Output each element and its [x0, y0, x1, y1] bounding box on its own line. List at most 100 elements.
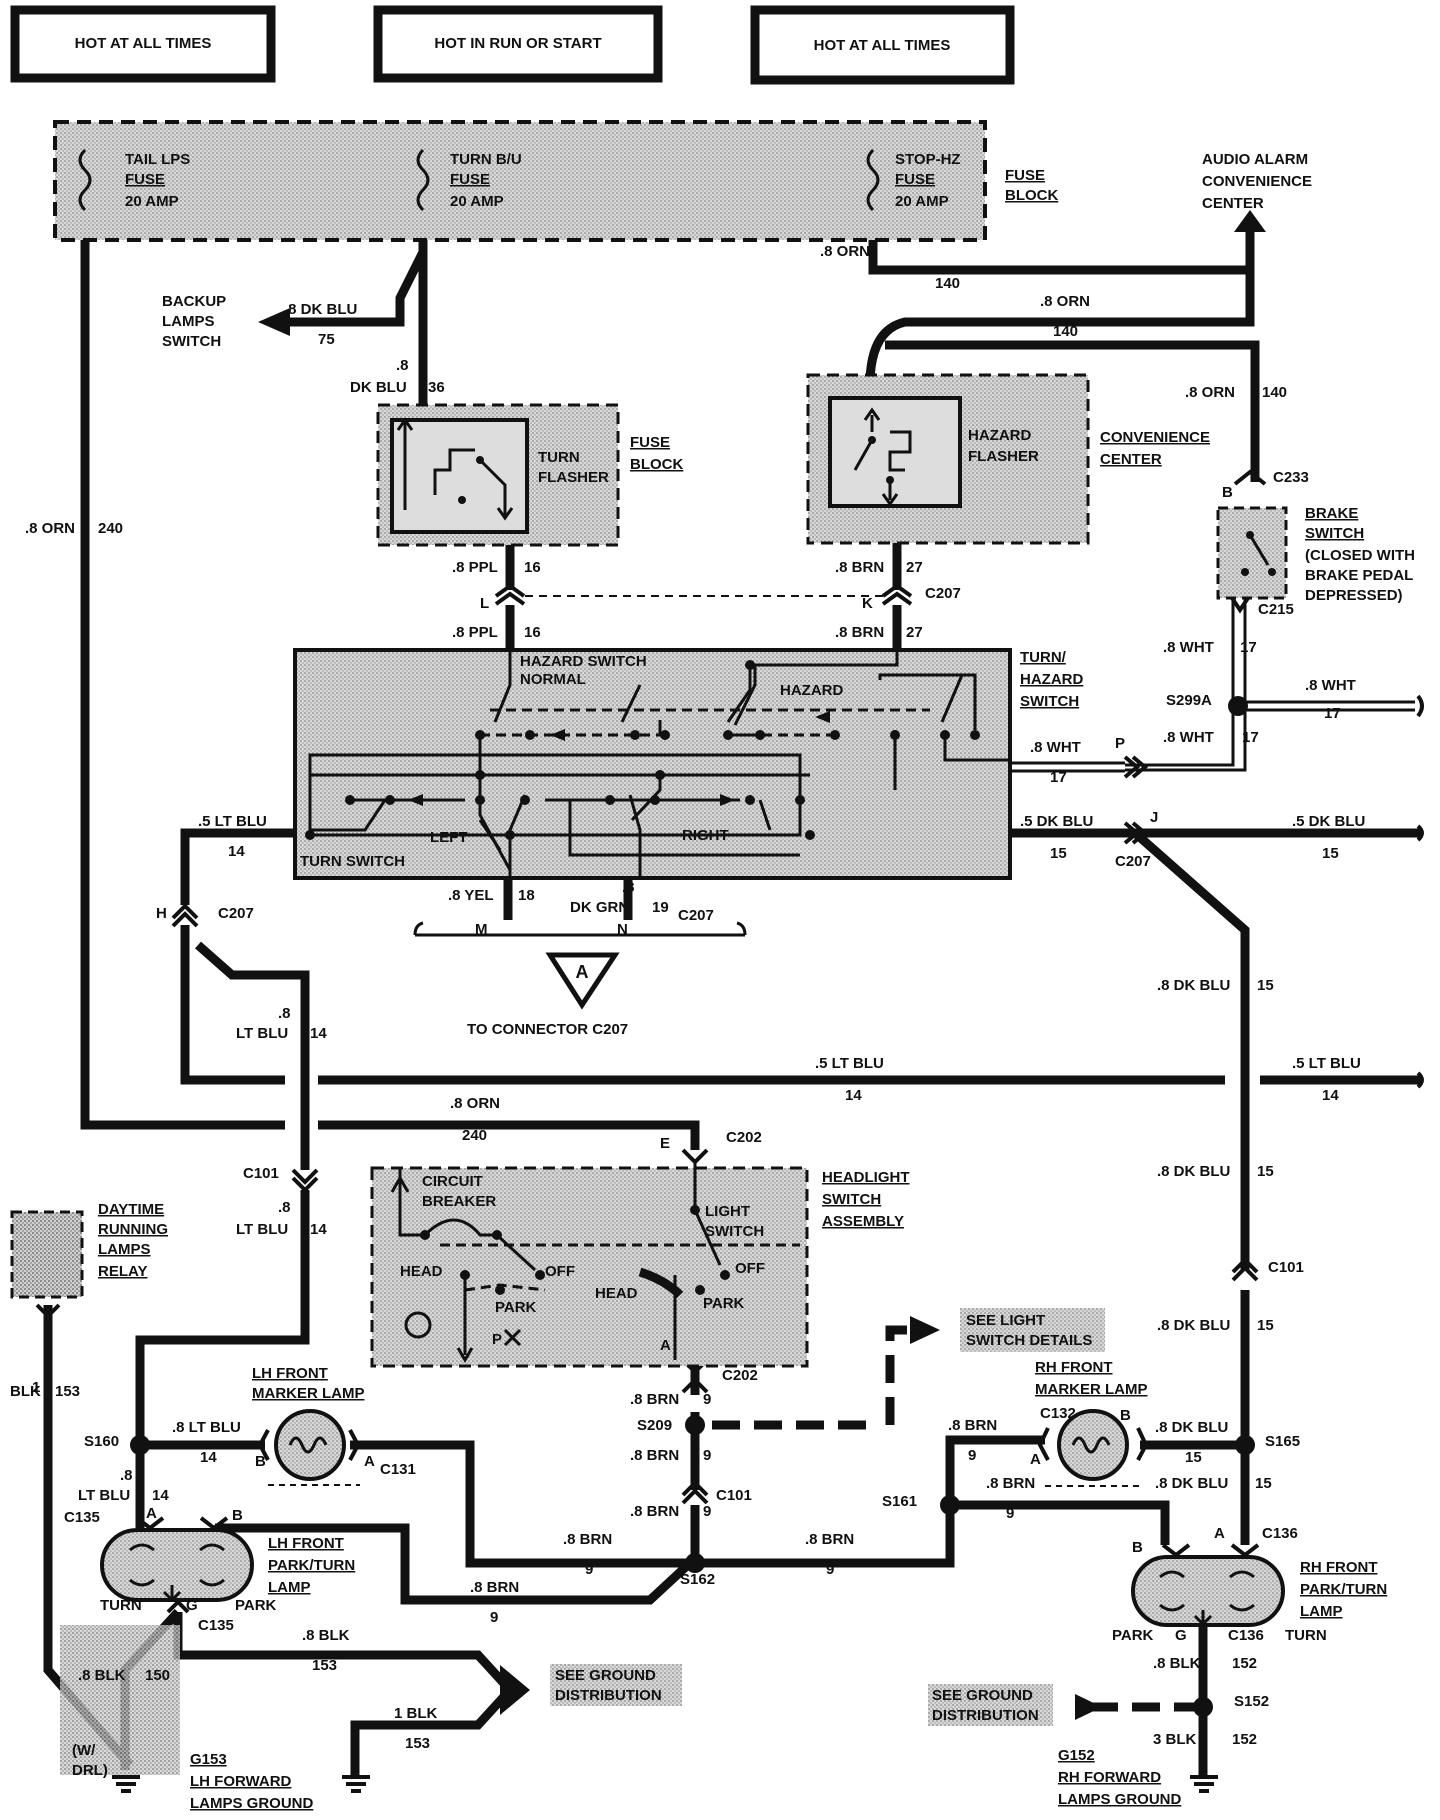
- g152-label: LAMPS GROUND: [1058, 1791, 1182, 1808]
- backup-lamps-label: BACKUP: [162, 293, 226, 310]
- wire-label: LT BLU: [236, 1221, 288, 1238]
- fuse-name: STOP-HZ: [895, 151, 961, 168]
- see-light-label[interactable]: SWITCH DETAILS: [966, 1332, 1092, 1349]
- wire-label: .8 DK BLU: [284, 301, 357, 318]
- turn-flasher: TURN FLASHER: [376, 403, 620, 547]
- fuse-block-label: FUSE: [1005, 167, 1045, 184]
- wire-label: 15: [1255, 1475, 1272, 1492]
- wire-label: C136: [1228, 1627, 1264, 1644]
- wire-label: .8: [278, 1005, 291, 1022]
- wire-label: S162: [680, 1571, 715, 1588]
- wire-label: 75: [318, 331, 335, 348]
- headlight-label: ASSEMBLY: [822, 1213, 904, 1230]
- wire-label: S161: [882, 1493, 917, 1510]
- wire-label: S299A: [1166, 692, 1212, 709]
- g153-label: LAMPS GROUND: [190, 1795, 314, 1812]
- see-ground-label[interactable]: DISTRIBUTION: [555, 1687, 662, 1704]
- wire-label: 14: [1322, 1087, 1339, 1104]
- wire-label: .5 DK BLU: [1292, 813, 1365, 830]
- wire-label: .8 PPL: [452, 624, 498, 641]
- turn-switch-label: TURN SWITCH: [300, 853, 405, 870]
- wire-label: C101: [1268, 1259, 1304, 1276]
- lh-park-label: LAMP: [268, 1579, 311, 1596]
- wire-label: .8 ORN: [820, 243, 870, 260]
- wire-label: C207: [678, 907, 714, 924]
- circuit-breaker-label: BREAKER: [422, 1193, 496, 1210]
- see-ground-label[interactable]: SEE GROUND: [555, 1667, 656, 1684]
- wire-label: C207: [925, 585, 961, 602]
- audio-alarm-label: CONVENIENCE: [1202, 173, 1312, 190]
- wire-label: .8 BLK: [1153, 1655, 1201, 1672]
- wire-label: 1: [32, 1379, 40, 1396]
- wire-label: 17: [1240, 639, 1257, 656]
- see-ground-bg: [550, 1664, 682, 1706]
- backup-lamps-label: LAMPS: [162, 313, 215, 330]
- wire-label: .8 DK BLU: [1157, 977, 1230, 994]
- wire-label: .8 ORN: [25, 520, 75, 537]
- hazard-switch-normal-label: HAZARD SWITCH: [520, 653, 647, 670]
- wire-label: 240: [462, 1127, 487, 1144]
- wire-label: 15: [1257, 977, 1274, 994]
- wire-label: B: [1222, 484, 1233, 501]
- hazard-flasher-label: FLASHER: [968, 448, 1039, 465]
- headlight-label: SWITCH: [822, 1191, 881, 1208]
- wire-label: L: [480, 595, 489, 612]
- wire-label: 14: [152, 1487, 169, 1504]
- see-ground-label[interactable]: SEE GROUND: [932, 1687, 1033, 1704]
- fuse-type: FUSE: [450, 171, 490, 188]
- fuse-block-label: BLOCK: [1005, 187, 1058, 204]
- see-ground-label[interactable]: DISTRIBUTION: [932, 1707, 1039, 1724]
- wire-label: S152: [1234, 1693, 1269, 1710]
- wire-label: .8: [622, 879, 635, 896]
- wire-label: TURN: [1285, 1627, 1327, 1644]
- lh-marker-label: LH FRONT: [252, 1365, 328, 1382]
- wires: [43, 210, 1420, 1775]
- wire-label: .8 LT BLU: [172, 1419, 241, 1436]
- wire-label: 153: [312, 1657, 337, 1674]
- wire-label: 9: [1006, 1505, 1014, 1522]
- brake-switch-label: DEPRESSED): [1305, 587, 1403, 604]
- wire-label: 17: [1050, 769, 1067, 786]
- wire-label: 36: [428, 379, 445, 396]
- brake-switch: [1216, 506, 1288, 600]
- wire-label: .8 BRN: [805, 1531, 854, 1548]
- wire-label: .8 BLK: [302, 1627, 350, 1644]
- wire-label: C135: [64, 1509, 100, 1526]
- rh-marker-label: MARKER LAMP: [1035, 1381, 1148, 1398]
- header-box-hot-all-times-2: HOT AT ALL TIMES: [750, 5, 1015, 85]
- wire-label: .8: [278, 1199, 291, 1216]
- wire-label: PARK: [235, 1597, 277, 1614]
- hazard-label: HAZARD: [780, 682, 843, 699]
- wire-label: 14: [310, 1221, 327, 1238]
- connector-chevrons: [35, 403, 1424, 1627]
- wire-label: LT BLU: [236, 1025, 288, 1042]
- wire-label: 15: [1257, 1317, 1274, 1334]
- wire-label: .8 BRN: [630, 1391, 679, 1408]
- wire-label: .8 BRN: [470, 1579, 519, 1596]
- wire-label: .8: [120, 1467, 133, 1484]
- wire-label: 9: [703, 1447, 711, 1464]
- wire-label: 27: [906, 559, 923, 576]
- lh-park-turn-lamp: [100, 1528, 254, 1603]
- see-light-label[interactable]: SEE LIGHT: [966, 1312, 1045, 1329]
- convenience-center-label: CENTER: [1100, 451, 1162, 468]
- fuse-type: FUSE: [125, 171, 165, 188]
- wire-label: 15: [1257, 1163, 1274, 1180]
- wire-label: 9: [703, 1503, 711, 1520]
- rh-park-turn-lamp: [1131, 1555, 1285, 1627]
- wire-label: S165: [1265, 1433, 1300, 1450]
- light-switch-label: SWITCH: [705, 1223, 764, 1240]
- wire-label: 15: [1185, 1449, 1202, 1466]
- wire-label: 9: [585, 1561, 593, 1578]
- headlight-switch-assembly: CIRCUIT BREAKER LIGHT SWITCH HEAD OFF PA…: [370, 1162, 809, 1368]
- turn-flasher-block-label: FUSE: [630, 434, 670, 451]
- wire-label: .8 WHT: [1163, 729, 1214, 746]
- lh-park-label: LH FRONT: [268, 1535, 344, 1552]
- wire-label: 16: [524, 624, 541, 641]
- head-label: HEAD: [400, 1263, 443, 1280]
- wire-label: 153: [405, 1735, 430, 1752]
- wire-label: C202: [726, 1129, 762, 1146]
- wire-label: .8 WHT: [1305, 677, 1356, 694]
- wire-label: .8 BRN: [563, 1531, 612, 1548]
- fuse-rating: 20 AMP: [450, 193, 504, 210]
